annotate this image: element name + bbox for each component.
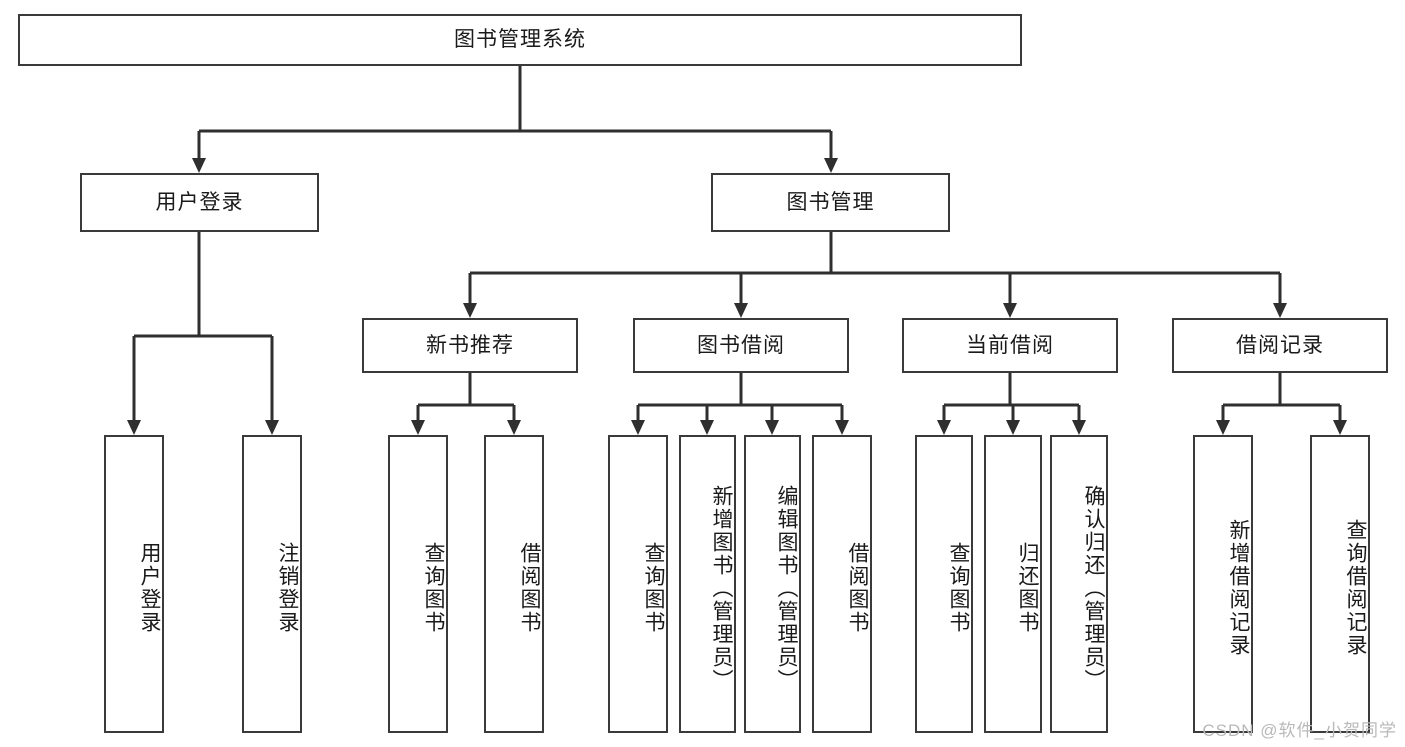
node-label: 用户登录 [155, 190, 244, 214]
connector-userlogin-to-leaves [132, 232, 274, 420]
node-label: 新增图书（管理员） [710, 484, 733, 692]
csdn-watermark: CSDN @软件_小贺同学 [1202, 721, 1397, 740]
node-leaf-query-book-3[interactable]: 查询图书 [915, 435, 973, 733]
arrowhead [1333, 420, 1347, 435]
node-label: 注销登录 [276, 542, 299, 634]
connector-record-to-leaves [1221, 373, 1342, 420]
node-label: 查询图书 [947, 542, 970, 634]
node-label: 当前借阅 [966, 333, 1054, 357]
node-label: 确认归还（管理员） [1082, 484, 1105, 692]
node-label: 图书借阅 [697, 333, 785, 357]
arrowhead [700, 420, 714, 435]
arrowhead [765, 420, 779, 435]
node-root[interactable]: 图书管理系统 [18, 14, 1022, 66]
node-leaf-query-book-2[interactable]: 查询图书 [608, 435, 668, 733]
node-leaf-edit-book[interactable]: 编辑图书（管理员） [744, 435, 801, 733]
node-label: 图书管理系统 [454, 28, 586, 52]
arrowhead [1273, 303, 1287, 318]
node-label: 查询图书 [422, 542, 445, 634]
node-borrow-record[interactable]: 借阅记录 [1172, 318, 1388, 373]
node-label: 新增借阅记录 [1227, 519, 1250, 657]
node-new-book-recommend[interactable]: 新书推荐 [362, 318, 578, 373]
node-label: 编辑图书（管理员） [775, 484, 798, 692]
node-leaf-logout[interactable]: 注销登录 [242, 435, 302, 733]
node-label: 借阅图书 [518, 542, 541, 634]
node-label: 新书推荐 [426, 333, 514, 357]
arrowhead [507, 420, 521, 435]
node-book-manage[interactable]: 图书管理 [711, 173, 950, 232]
connector-root-to-level2 [197, 66, 833, 158]
connector-current-to-leaves [942, 373, 1081, 420]
node-current-borrow[interactable]: 当前借阅 [902, 318, 1118, 373]
node-leaf-borrow-book-2[interactable]: 借阅图书 [812, 435, 872, 733]
node-label: 查询图书 [642, 542, 665, 634]
connector-borrow-to-leaves [636, 373, 844, 420]
arrowhead [824, 158, 838, 173]
node-label: 用户登录 [138, 542, 161, 634]
node-label: 查询借阅记录 [1344, 519, 1367, 657]
node-leaf-add-record[interactable]: 新增借阅记录 [1193, 435, 1253, 733]
node-leaf-user-login[interactable]: 用户登录 [104, 435, 164, 733]
arrowhead [463, 303, 477, 318]
arrowhead [1003, 303, 1017, 318]
arrowhead [835, 420, 849, 435]
node-leaf-borrow-book-1[interactable]: 借阅图书 [484, 435, 544, 733]
arrowhead [1006, 420, 1020, 435]
node-leaf-query-book-1[interactable]: 查询图书 [388, 435, 448, 733]
arrowhead [127, 420, 141, 435]
arrowhead [937, 420, 951, 435]
node-label: 图书管理 [786, 190, 875, 214]
node-label: 借阅记录 [1236, 333, 1324, 357]
node-user-login[interactable]: 用户登录 [80, 173, 319, 232]
node-leaf-return-book[interactable]: 归还图书 [984, 435, 1042, 733]
arrowhead [411, 420, 425, 435]
node-label: 归还图书 [1016, 542, 1039, 634]
node-leaf-confirm-return[interactable]: 确认归还（管理员） [1050, 435, 1108, 733]
node-book-borrow[interactable]: 图书借阅 [633, 318, 849, 373]
node-leaf-query-record[interactable]: 查询借阅记录 [1310, 435, 1370, 733]
arrowhead [192, 158, 206, 173]
node-leaf-add-book[interactable]: 新增图书（管理员） [679, 435, 736, 733]
arrowhead [631, 420, 645, 435]
arrowhead [734, 303, 748, 318]
arrowhead [265, 420, 279, 435]
arrowhead [1216, 420, 1230, 435]
connector-bookmanage-to-level3 [468, 232, 1282, 303]
arrowhead [1072, 420, 1086, 435]
node-label: 借阅图书 [846, 542, 869, 634]
connector-recommend-to-leaves [416, 373, 516, 420]
